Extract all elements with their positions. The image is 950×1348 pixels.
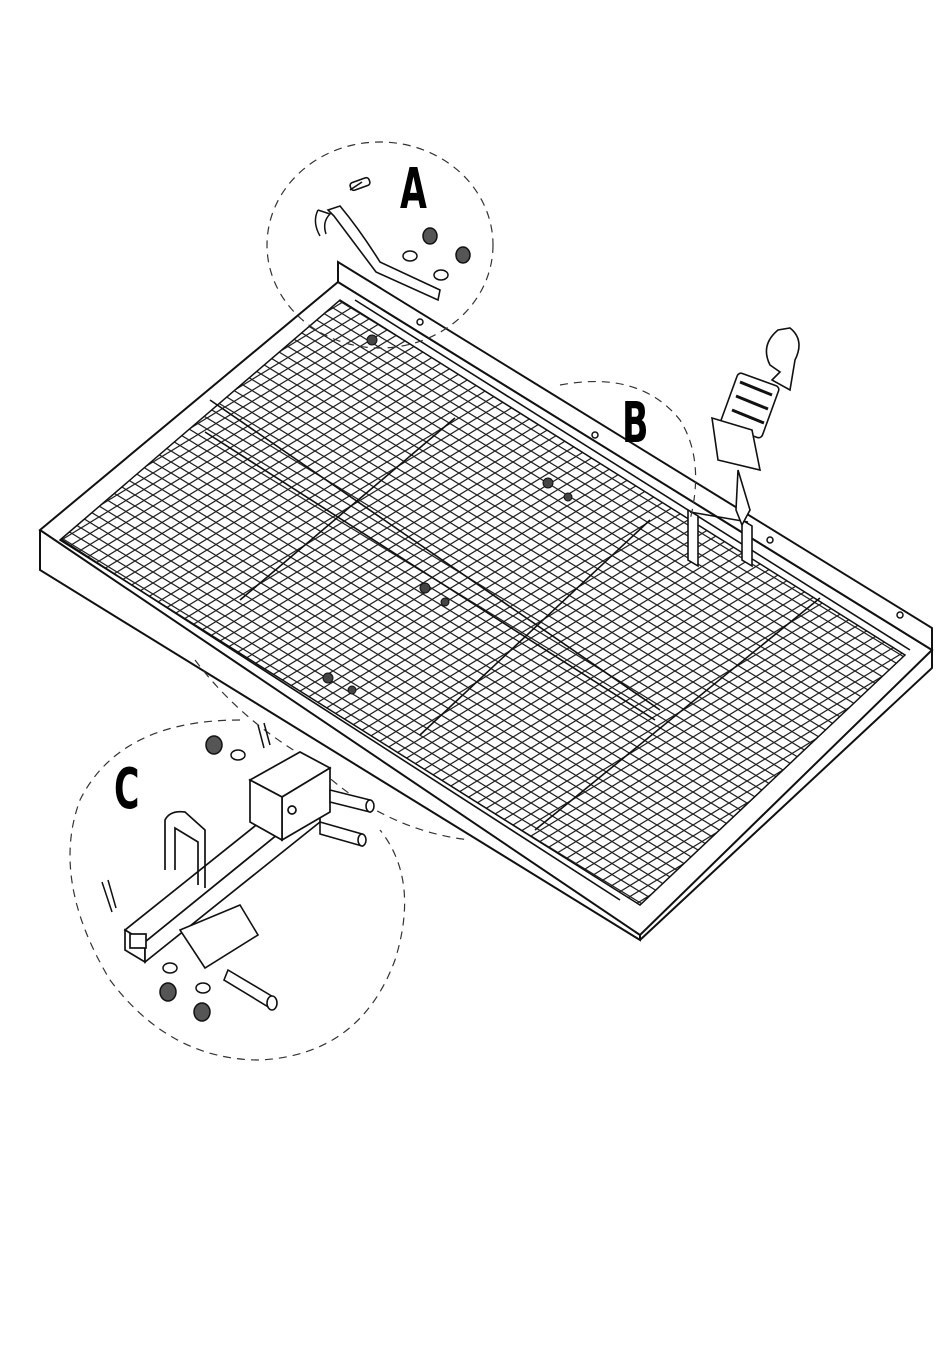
callout-label-c: C [114, 762, 139, 818]
clevis-pin [349, 177, 371, 191]
callout-a-dashed-circle [267, 142, 493, 348]
cotter-pin-c1 [102, 880, 116, 912]
nuts-and-washers-a [403, 228, 470, 280]
callout-label-a: A [400, 162, 427, 218]
ratchet-strap [712, 328, 799, 525]
cargo-deck [40, 262, 932, 940]
cotter-pin-c2 [258, 723, 270, 748]
callout-label-b: B [622, 396, 648, 452]
cotter-clip [315, 210, 330, 236]
callout-a [267, 142, 493, 348]
receiver-upright [250, 752, 330, 840]
